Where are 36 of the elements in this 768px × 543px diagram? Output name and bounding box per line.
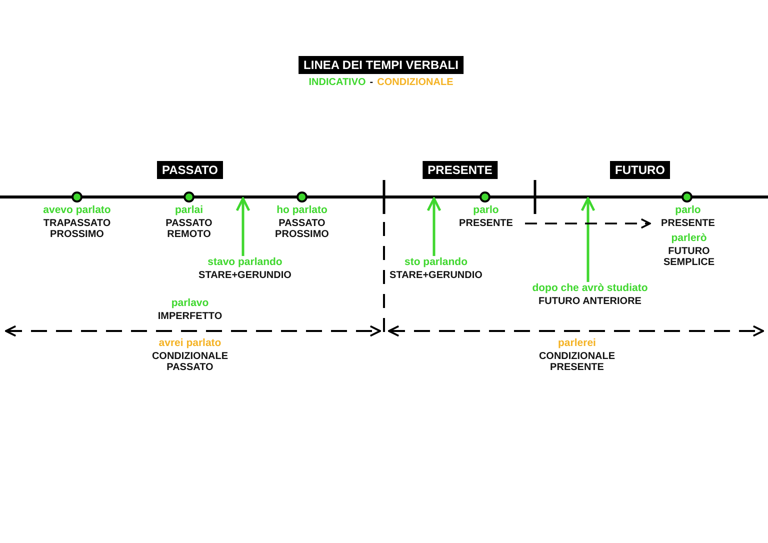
verb-form: avrei parlato [158, 338, 222, 349]
tense-name: FUTURO SEMPLICE [662, 246, 716, 268]
arrow [580, 197, 596, 282]
tense-name: TRAPASSATO PROSSIMO [42, 218, 112, 240]
verb-form: ho parlato [276, 205, 328, 216]
tense-name: CONDIZIONALE PRESENTE [538, 351, 616, 373]
verb-form: parlai [174, 205, 204, 216]
verb-form: parlerò [670, 233, 708, 244]
arrow [525, 218, 651, 229]
verb-form: dopo che avrò studiato [531, 283, 649, 294]
verb-form: avevo parlato [42, 205, 112, 216]
tense-name: PASSATO REMOTO [164, 218, 214, 240]
tense-name: PRESENTE [660, 218, 716, 229]
tense-name: FUTURO ANTERIORE [538, 296, 642, 307]
tense-name: STARE+GERUNDIO [388, 270, 484, 281]
timeline-bar [0, 196, 768, 198]
section-header: PRESENTE [422, 161, 498, 179]
arrow [426, 197, 442, 256]
section-header: PASSATO [157, 161, 223, 179]
verb-form: stavo parlando [206, 257, 284, 268]
mood-label: CONDIZIONALE [377, 77, 454, 88]
tense-name: IMPERFETTO [156, 311, 224, 322]
title-banner: LINEA DEI TEMPI VERBALI [298, 56, 464, 74]
verb-form: parlerei [557, 338, 597, 349]
tense-name: STARE+GERUNDIO [198, 270, 292, 281]
verb-form: parlavo [170, 298, 210, 309]
verb-form: parlo [472, 205, 500, 216]
verb-form: parlo [674, 205, 702, 216]
mood-label: INDICATIVO [308, 77, 366, 88]
tense-name: PRESENTE [458, 218, 514, 229]
section-header: FUTURO [610, 161, 670, 179]
tense-name: CONDIZIONALE PASSATO [150, 351, 230, 373]
verb-form: sto parlando [403, 257, 468, 268]
arrow [236, 197, 250, 256]
separator-text: - [370, 77, 374, 88]
tense-name: PASSATO PROSSIMO [274, 218, 330, 240]
